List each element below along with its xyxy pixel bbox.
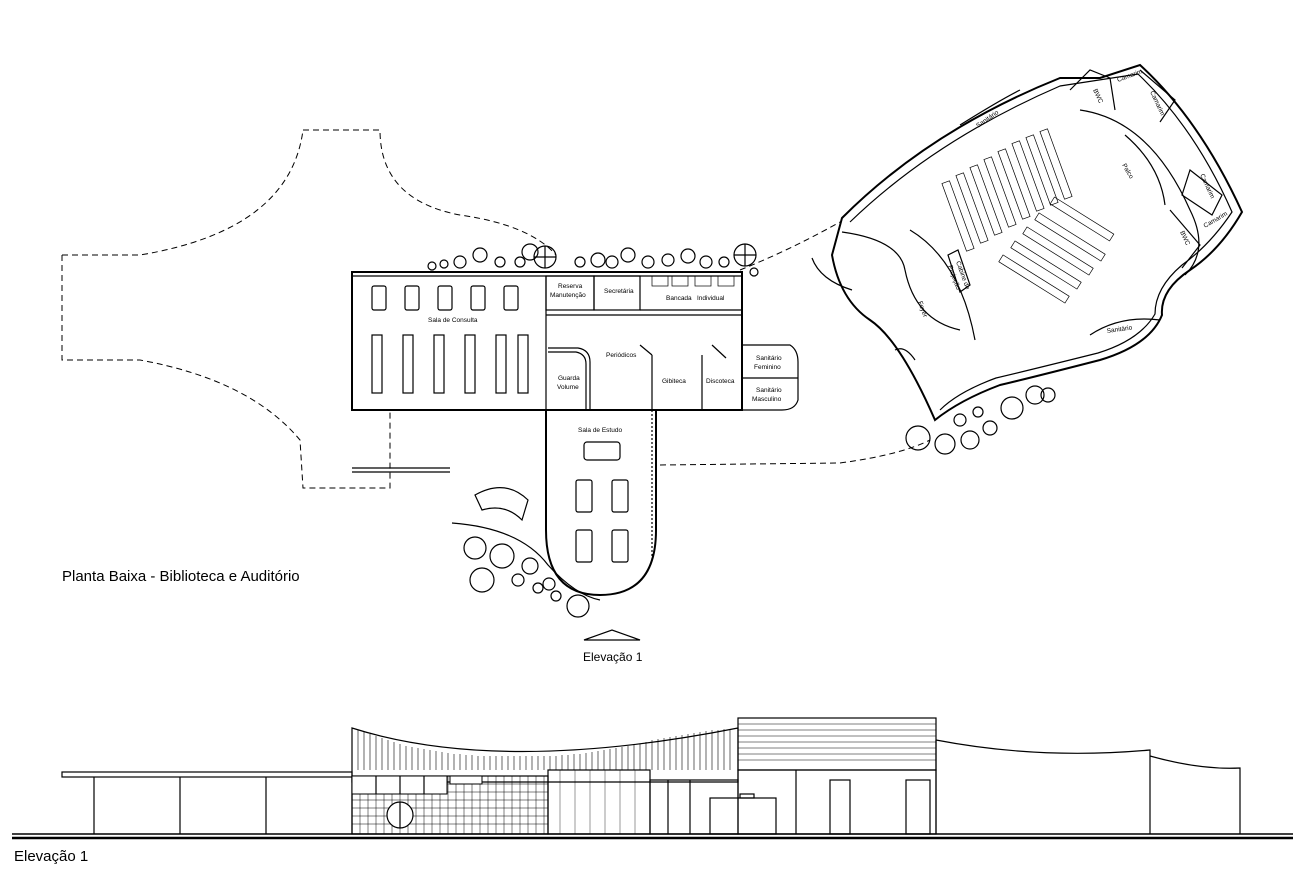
sanitario-bottom-wall [1089,318,1161,336]
bwc-right [1169,209,1201,269]
label-sala-estudo: Sala de Estudo [578,427,622,434]
auditorium-inner-wall [849,73,1233,411]
bookshelves-long [371,334,529,394]
bookshelves-top [371,285,519,311]
label-individual: Individual [697,295,725,302]
elevation-drawing [12,717,1293,840]
guarda-volume-counter [548,347,591,410]
carrel-1 [651,275,669,287]
label-camarim-3: Camarim [1198,173,1215,200]
cabine-projecao [947,249,971,293]
sanitary-block [742,344,799,411]
auditorium-outline [830,63,1244,422]
label-reserva: Reserva [558,283,583,290]
garden-bench [474,487,529,522]
plaza-outline [61,129,557,489]
plan-title: Planta Baixa - Biblioteca e Auditório [62,568,300,585]
label-guarda: Guarda [558,375,580,382]
vegetation [427,243,1056,618]
bwc-top [1069,69,1116,111]
label-periodicos: Periódicos [606,352,637,359]
label-gibiteca: Gibiteca [662,378,686,385]
camarim-top [1139,69,1176,123]
seating-rows [941,128,1115,304]
carrel-2 [671,275,689,287]
label-manutencao: Manutenção [550,292,586,299]
label-foyer: Foyer [916,300,929,319]
label-volume: Volume [557,384,579,391]
camarim-right [1181,168,1223,216]
study-wing-outline [545,410,657,597]
library-outline [351,271,743,411]
study-tables [575,479,629,563]
sanitario-top-wall [959,89,1021,126]
connection-path [659,221,931,466]
label-sanitario-fem-2: Feminino [754,364,781,371]
label-sanitario-bottom: Sanitário [1106,324,1133,335]
door-gibiteca [639,344,653,356]
label-camarim-4: Camarim [1203,210,1229,229]
carrel-4 [717,275,735,287]
room-secretaria [593,275,641,311]
stage-edge [1079,109,1200,276]
label-palco: Palco [1120,163,1134,181]
stage-curve [1124,134,1166,206]
label-sanitario-fem-1: Sanitário [756,355,782,362]
label-secretaria: Secretária [604,288,634,295]
guarda-volume-counter-inner [548,351,587,410]
foyer-curve [841,231,961,331]
elevation-marker-label: Elevação 1 [583,650,643,664]
garden-wall [451,522,601,601]
foyer-stage-wall [909,229,976,341]
label-bancada: Bancada [666,295,692,302]
carrel-3 [694,275,712,287]
label-sanitario-masc-1: Sanitário [756,387,782,394]
entry-doors [811,257,916,361]
elevation-title: Elevação 1 [14,848,88,865]
label-sala-consulta: Sala de Consulta [428,317,478,324]
elevation-marker-arrow [583,629,641,641]
label-camarim-2: Camarim [1148,90,1165,117]
label-sanitario-masc-2: Masculino [752,396,782,403]
study-table-top [583,441,621,461]
label-bwc-top: BWC [1091,88,1104,105]
door-discoteca [711,344,727,359]
label-discoteca: Discoteca [706,378,735,385]
